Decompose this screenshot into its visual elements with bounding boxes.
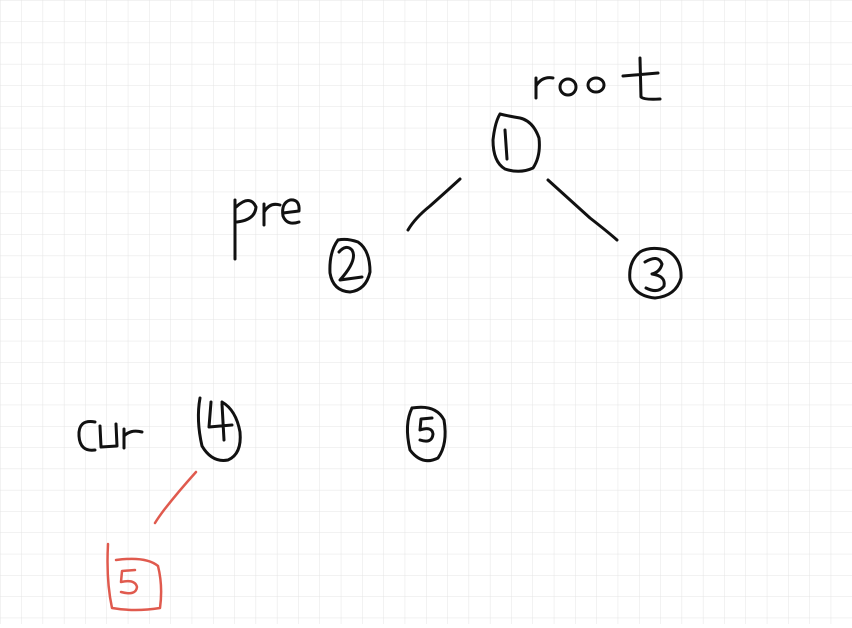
node-1-outline <box>491 112 541 173</box>
edge-1-2 <box>406 177 462 232</box>
node-5-red-digit <box>119 568 139 595</box>
label-pre <box>233 198 301 261</box>
node-3-outline <box>628 246 683 300</box>
node-5-red-outline <box>106 542 163 612</box>
edge-4-5-red <box>153 470 198 525</box>
tree-node-2: 2 <box>328 237 372 294</box>
tree-node-3: 3 <box>628 246 683 300</box>
node-2-digit <box>337 245 364 282</box>
node-4-outline <box>196 396 242 462</box>
node-4-digit <box>207 400 234 442</box>
edge-1-3 <box>546 178 619 242</box>
tree-node-5: 5 <box>405 405 447 463</box>
tree-node-4: 4 <box>196 396 242 462</box>
tree-node-1: 1 <box>491 112 541 173</box>
tree-node-5-highlighted: 5 <box>106 542 163 612</box>
node-3-digit <box>643 257 666 293</box>
node-1-digit <box>503 128 509 161</box>
label-cur <box>77 420 144 452</box>
node-5-outline <box>405 405 447 463</box>
node-5-digit <box>418 416 435 443</box>
node-2-outline <box>328 237 372 294</box>
label-root <box>534 56 662 101</box>
